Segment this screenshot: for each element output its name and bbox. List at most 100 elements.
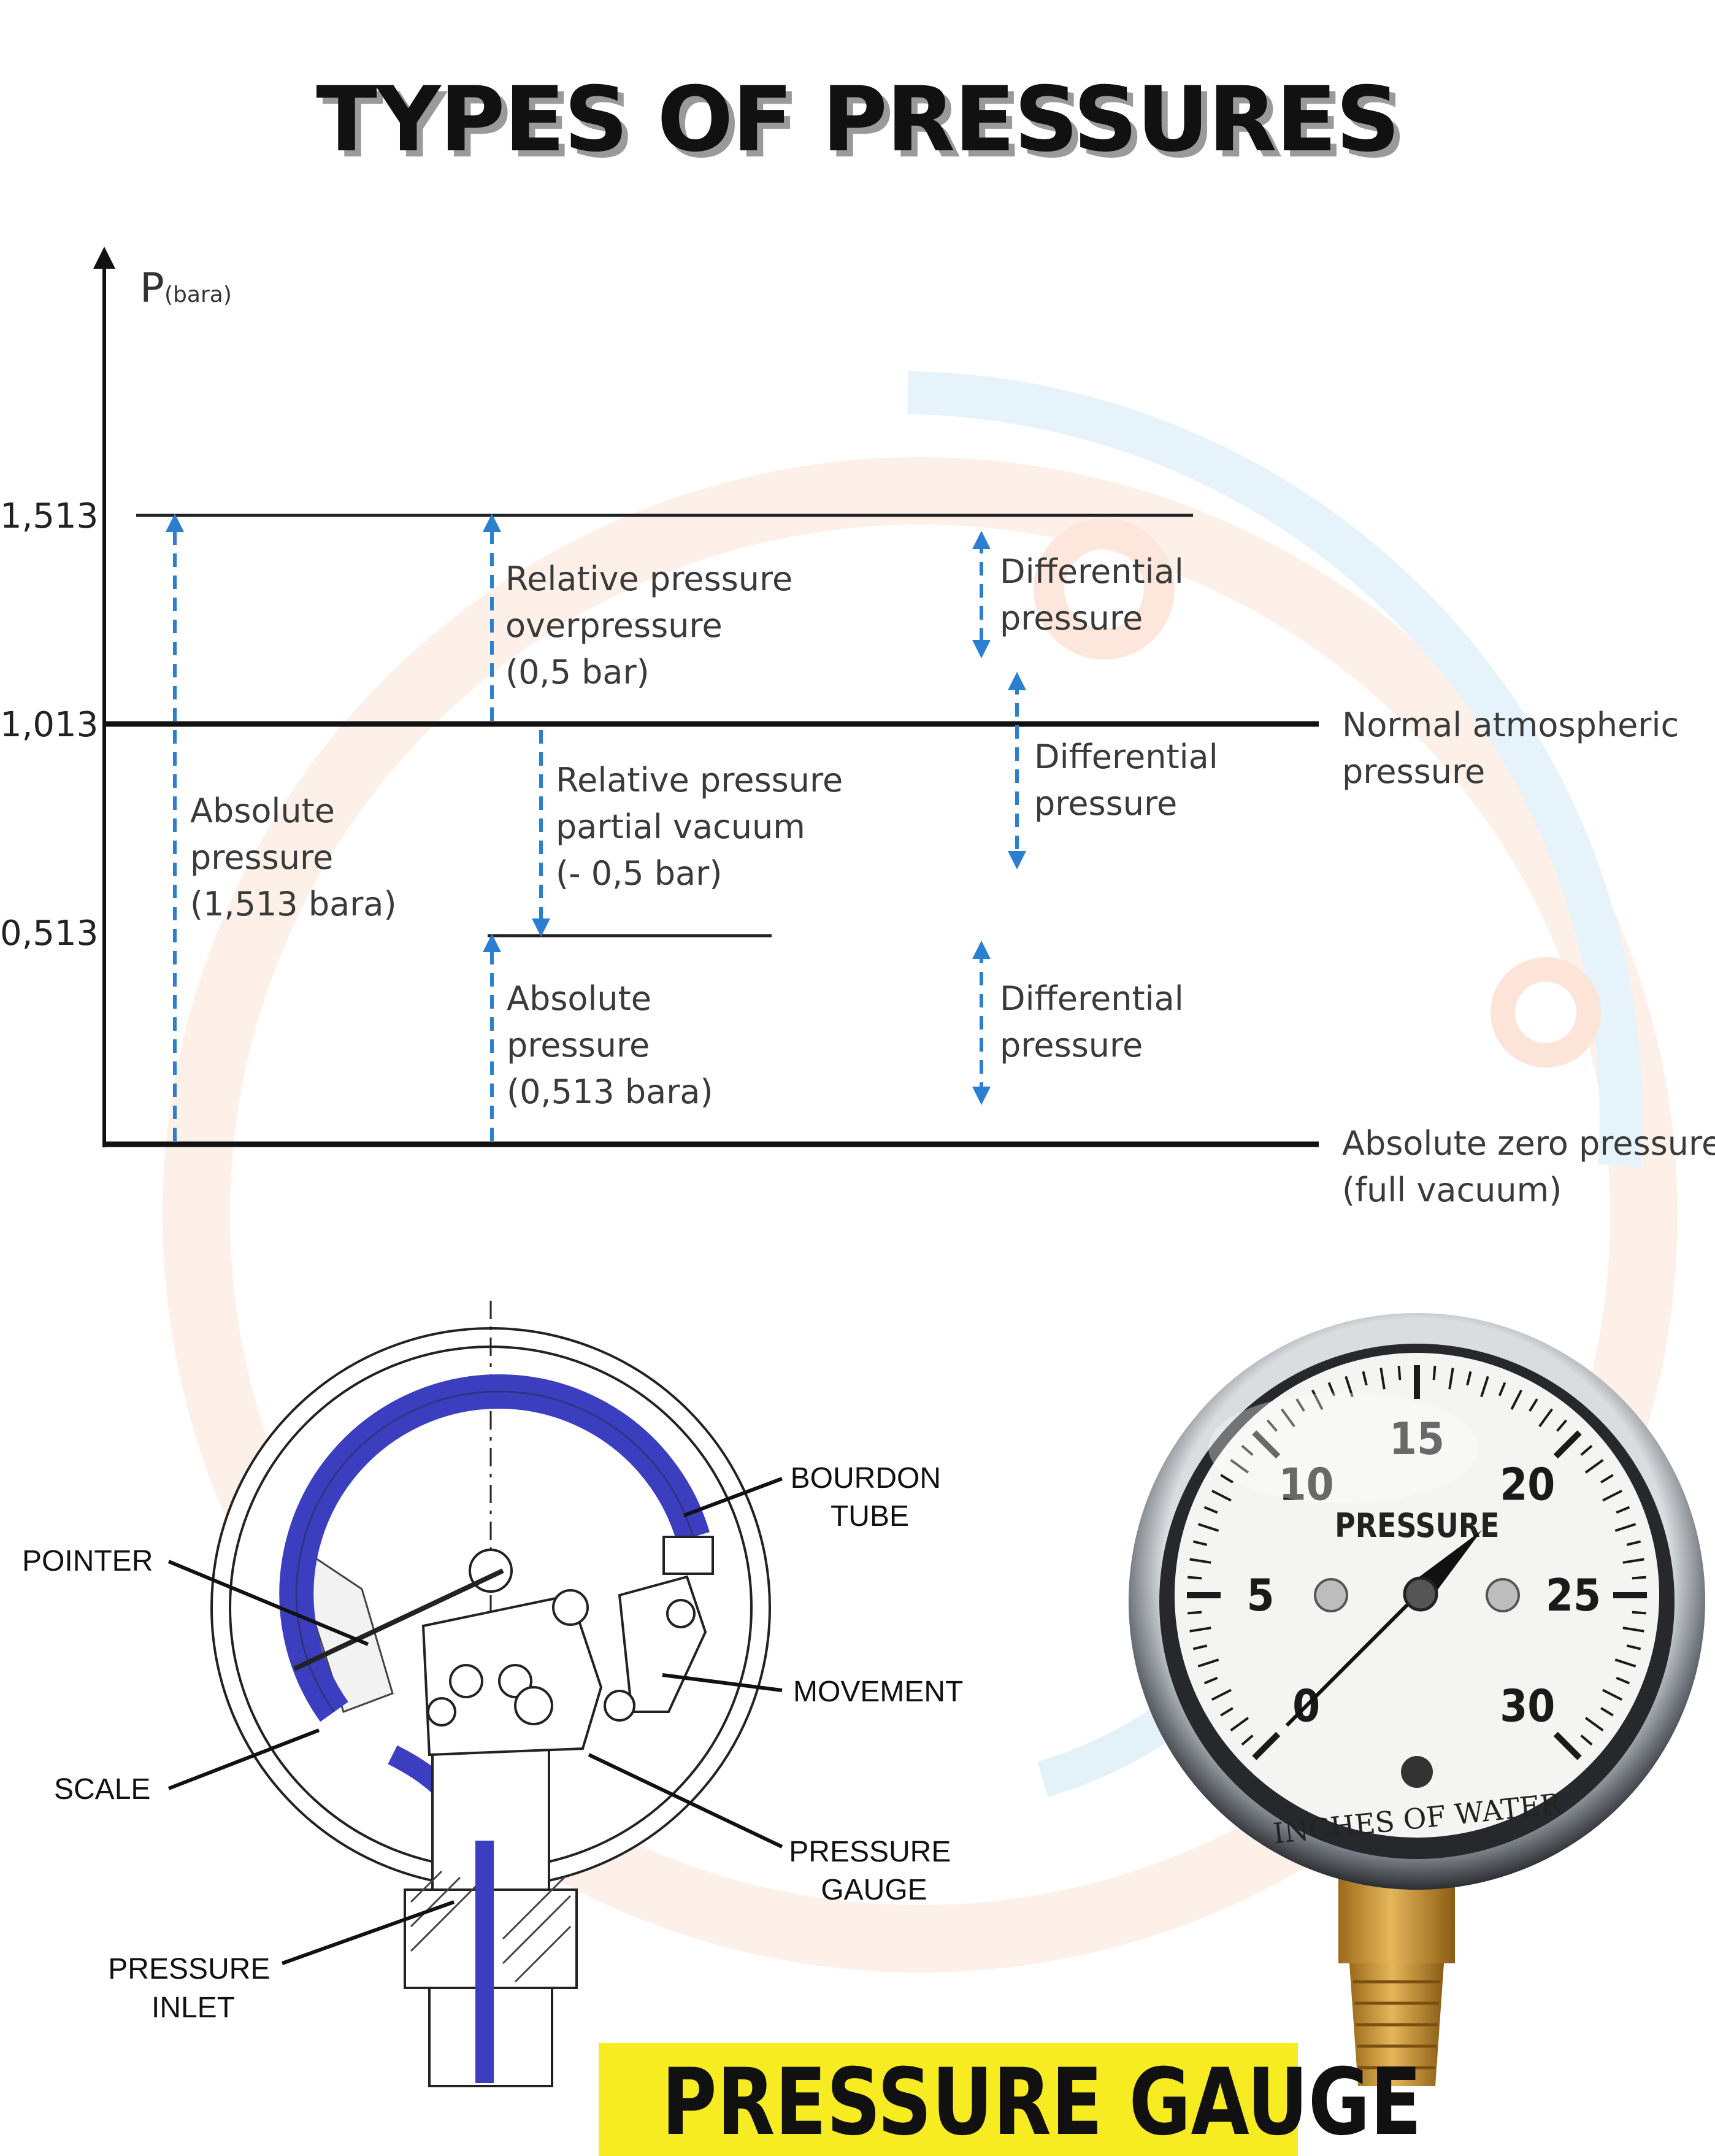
dial-tick [1510, 1389, 1523, 1410]
dial-tick [1241, 1444, 1254, 1456]
dial-tick [1626, 1540, 1641, 1546]
pointer [293, 1568, 504, 1671]
dial-tick [1480, 1376, 1489, 1398]
dial-tick [1203, 1506, 1218, 1514]
dial-tick [1187, 1576, 1202, 1580]
dial-tick [1466, 1371, 1472, 1386]
dial-tick [1197, 1658, 1219, 1668]
dial-tick [1252, 1430, 1281, 1459]
pointer-label: POINTER [22, 1545, 153, 1577]
dial-tick [1345, 1376, 1354, 1398]
dial-tick [1252, 1731, 1281, 1760]
dial-tick [1280, 1408, 1295, 1428]
dial-tick [1189, 1558, 1211, 1564]
axis-label: P [140, 264, 164, 312]
bourdon-tube-label: BOURDON TUBE [791, 1462, 950, 1533]
dial-tick [1580, 1444, 1593, 1456]
pressure-gauge-label: PRESSURE GAUGE [789, 1836, 959, 1906]
pressure-diagram: P (bara) 1,513 1,013 0,513 Relative pres… [0, 247, 1715, 1209]
dial-tick [1220, 1707, 1233, 1717]
dial-tick [1362, 1371, 1368, 1386]
dial-tick [1197, 1523, 1219, 1532]
movement-label: MOVEMENT [793, 1676, 963, 1708]
dial-tick [1295, 1398, 1305, 1412]
bourdon-tube [279, 1374, 710, 1722]
dial-tick [1626, 1644, 1641, 1650]
absolute-high-label: Absolute pressure (1,513 bara) [190, 791, 397, 923]
dial-tick [1192, 1644, 1208, 1650]
atmospheric-label: Normal atmospheric pressure [1342, 706, 1689, 791]
dial-number: 30 [1500, 1680, 1555, 1731]
pressure-gauge-banner: PRESSURE GAUGE [599, 2043, 1422, 2156]
dial-number: 5 [1246, 1569, 1274, 1621]
dial-tick [1632, 1576, 1647, 1580]
dial-tick [1529, 1398, 1538, 1412]
dial-tick [1230, 1717, 1249, 1732]
pressure-inlet-label: PRESSURE INLET [108, 1953, 278, 2024]
dial-tick [1538, 1408, 1554, 1428]
zero-pressure-label: Absolute zero pressure (full vacuum) [1342, 1124, 1715, 1209]
zero-adjust [1401, 1756, 1433, 1788]
dial-number: 25 [1546, 1569, 1601, 1621]
dial-tick [1189, 1627, 1211, 1633]
screw-left [1314, 1578, 1348, 1612]
screw-right [1486, 1578, 1520, 1612]
dial-tick [1632, 1611, 1647, 1615]
dial-tick [1379, 1368, 1386, 1390]
dial-numbers: 051015202530 [1246, 1413, 1601, 1731]
partial-vacuum-label: Relative pressure partial vacuum (- 0,5 … [556, 761, 853, 893]
dial-tick [1553, 1430, 1582, 1459]
dial-tick [1211, 1688, 1232, 1701]
dial-tick [1327, 1382, 1336, 1396]
tube-tip [662, 1536, 714, 1575]
dial-tick [1432, 1365, 1437, 1380]
dial-tick [1553, 1731, 1582, 1760]
dial-tick [1616, 1506, 1630, 1514]
dial-tick [1622, 1558, 1644, 1564]
dial-tick [1448, 1368, 1454, 1390]
dial-number: 20 [1500, 1459, 1555, 1511]
dial-tick [1614, 1523, 1636, 1532]
dial-tick [1498, 1382, 1506, 1396]
dial-tick [1220, 1474, 1233, 1484]
dial-tick [1614, 1658, 1636, 1668]
dial-number: 15 [1389, 1413, 1445, 1465]
dial-tick [1616, 1676, 1630, 1685]
dial-number: 10 [1279, 1459, 1334, 1511]
differential-label-3: Differential pressure [1000, 979, 1194, 1065]
dial-tick [1311, 1389, 1324, 1410]
page-title: TYPES OF PRESSURES [316, 67, 1400, 172]
dial-tick [1600, 1474, 1614, 1484]
dial-tick [1397, 1365, 1402, 1380]
scale-label: SCALE [54, 1773, 150, 1806]
dial-tick [1580, 1734, 1593, 1746]
overpressure-label: Relative pressure overpressure (0,5 bar) [505, 560, 803, 691]
dial-tick [1584, 1717, 1604, 1732]
dial-tick [1600, 1707, 1614, 1717]
dial-tick [1602, 1688, 1623, 1701]
dial-tick [1211, 1489, 1232, 1502]
dial-tick [1266, 1419, 1278, 1432]
needle-hub [1403, 1576, 1438, 1612]
differential-label-1: Differential pressure [1000, 552, 1194, 637]
dial-tick [1556, 1419, 1568, 1432]
dial-tick [1622, 1627, 1644, 1633]
dial-tick [1230, 1458, 1249, 1474]
tick-1513: 1,513 [0, 496, 98, 536]
dial-tick [1192, 1540, 1208, 1546]
tick-0513: 0,513 [0, 914, 98, 953]
banner-text: PRESSURE GAUGE [661, 2049, 1422, 2156]
needle-tail [1285, 1593, 1419, 1727]
dial-tick [1584, 1458, 1604, 1474]
differential-label-2: Differential pressure [1034, 737, 1229, 823]
tick-1013: 1,013 [0, 705, 98, 745]
dial-ticks [1187, 1365, 1647, 1760]
dial-tick [1602, 1489, 1623, 1502]
dial-tick [1187, 1611, 1202, 1615]
axis-unit: (bara) [164, 282, 232, 307]
dial-tick [1203, 1676, 1218, 1685]
dial-tick [1241, 1734, 1254, 1746]
absolute-low-label: Absolute pressure (0,513 bara) [507, 979, 713, 1111]
